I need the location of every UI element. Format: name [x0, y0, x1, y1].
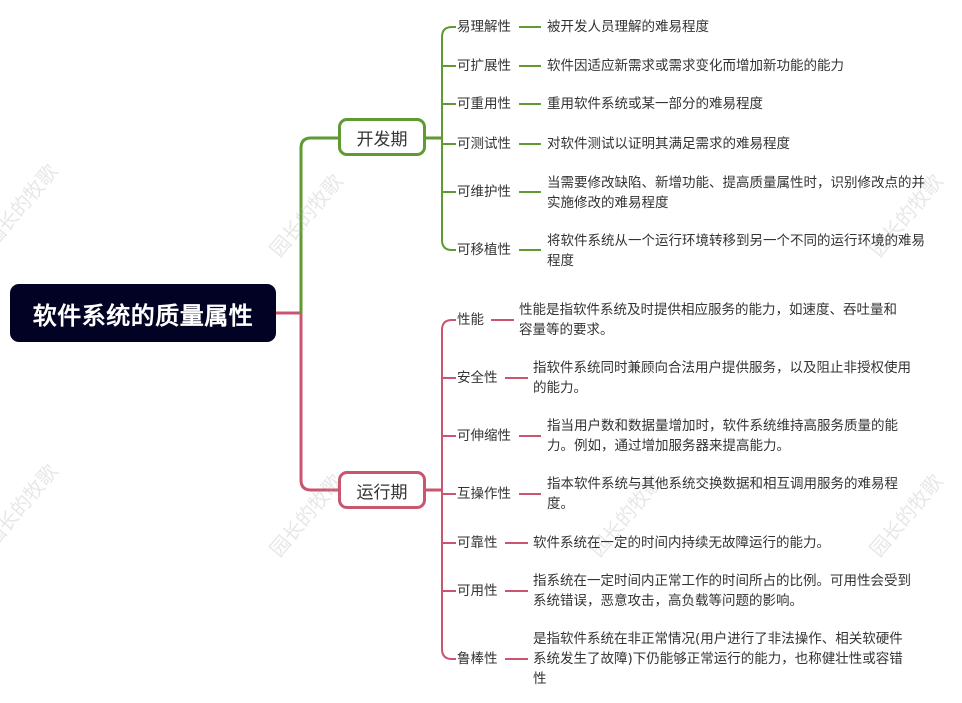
topic-availability-desc[interactable]: 指系统在一定时间内正常工作的时间所占的比例。可用性会受到系统错误，恶意攻击，高负… — [533, 573, 911, 609]
branch-node-label: 开发期 — [356, 129, 408, 150]
topic-performance-desc[interactable]: 性能是指软件系统及时提供相应服务的能力，如速度、吞吐量和容量等的要求。 — [519, 302, 897, 338]
topic-reliability-desc[interactable]: 软件系统在一定的时间内持续无故障运行的能力。 — [533, 535, 830, 551]
branch-node-development[interactable]: 开发期 — [338, 118, 426, 156]
root-node-label: 软件系统的质量属性 — [32, 301, 254, 330]
topic-portability[interactable]: 可移植性 — [457, 242, 511, 258]
topic-interoperability-desc[interactable]: 指本软件系统与其他系统交换数据和相互调用服务的难易程度。 — [547, 476, 898, 512]
topic-availability[interactable]: 可用性 — [457, 583, 498, 599]
topic-reliability[interactable]: 可靠性 — [457, 535, 498, 551]
topic-extensibility-desc[interactable]: 软件因适应新需求或需求变化而增加新功能的能力 — [547, 58, 844, 74]
root-node[interactable]: 软件系统的质量属性 — [10, 284, 276, 342]
topic-testability[interactable]: 可测试性 — [457, 136, 511, 152]
topic-understandability[interactable]: 易理解性 — [457, 19, 511, 35]
topic-security[interactable]: 安全性 — [457, 370, 498, 386]
branch-node-label: 运行期 — [356, 482, 408, 503]
topic-understandability-desc[interactable]: 被开发人员理解的难易程度 — [547, 19, 709, 35]
topic-reusability-desc[interactable]: 重用软件系统或某一部分的难易程度 — [547, 96, 763, 112]
topic-interoperability[interactable]: 互操作性 — [457, 486, 511, 502]
branch-node-runtime[interactable]: 运行期 — [338, 471, 426, 509]
topic-scalability-desc[interactable]: 指当用户数和数据量增加时，软件系统维持高服务质量的能力。例如，通过增加服务器来提… — [547, 418, 898, 454]
topic-robustness[interactable]: 鲁棒性 — [457, 651, 498, 667]
topic-testability-desc[interactable]: 对软件测试以证明其满足需求的难易程度 — [547, 136, 790, 152]
topic-performance[interactable]: 性能 — [457, 312, 484, 328]
topic-robustness-desc[interactable]: 是指软件系统在非正常情况(用户进行了非法操作、相关软硬件系统发生了故障)下仍能够… — [533, 631, 903, 687]
topic-security-desc[interactable]: 指软件系统同时兼顾向合法用户提供服务，以及阻止非授权使用的能力。 — [533, 360, 911, 396]
topic-maintainability[interactable]: 可维护性 — [457, 184, 511, 200]
topic-maintainability-desc[interactable]: 当需要修改缺陷、新增功能、提高质量属性时，识别修改点的并实施修改的难易程度 — [547, 175, 925, 211]
topic-extensibility[interactable]: 可扩展性 — [457, 58, 511, 74]
topic-scalability[interactable]: 可伸缩性 — [457, 428, 511, 444]
topic-reusability[interactable]: 可重用性 — [457, 96, 511, 112]
topic-portability-desc[interactable]: 将软件系统从一个运行环境转移到另一个不同的运行环境的难易程度 — [547, 233, 925, 269]
